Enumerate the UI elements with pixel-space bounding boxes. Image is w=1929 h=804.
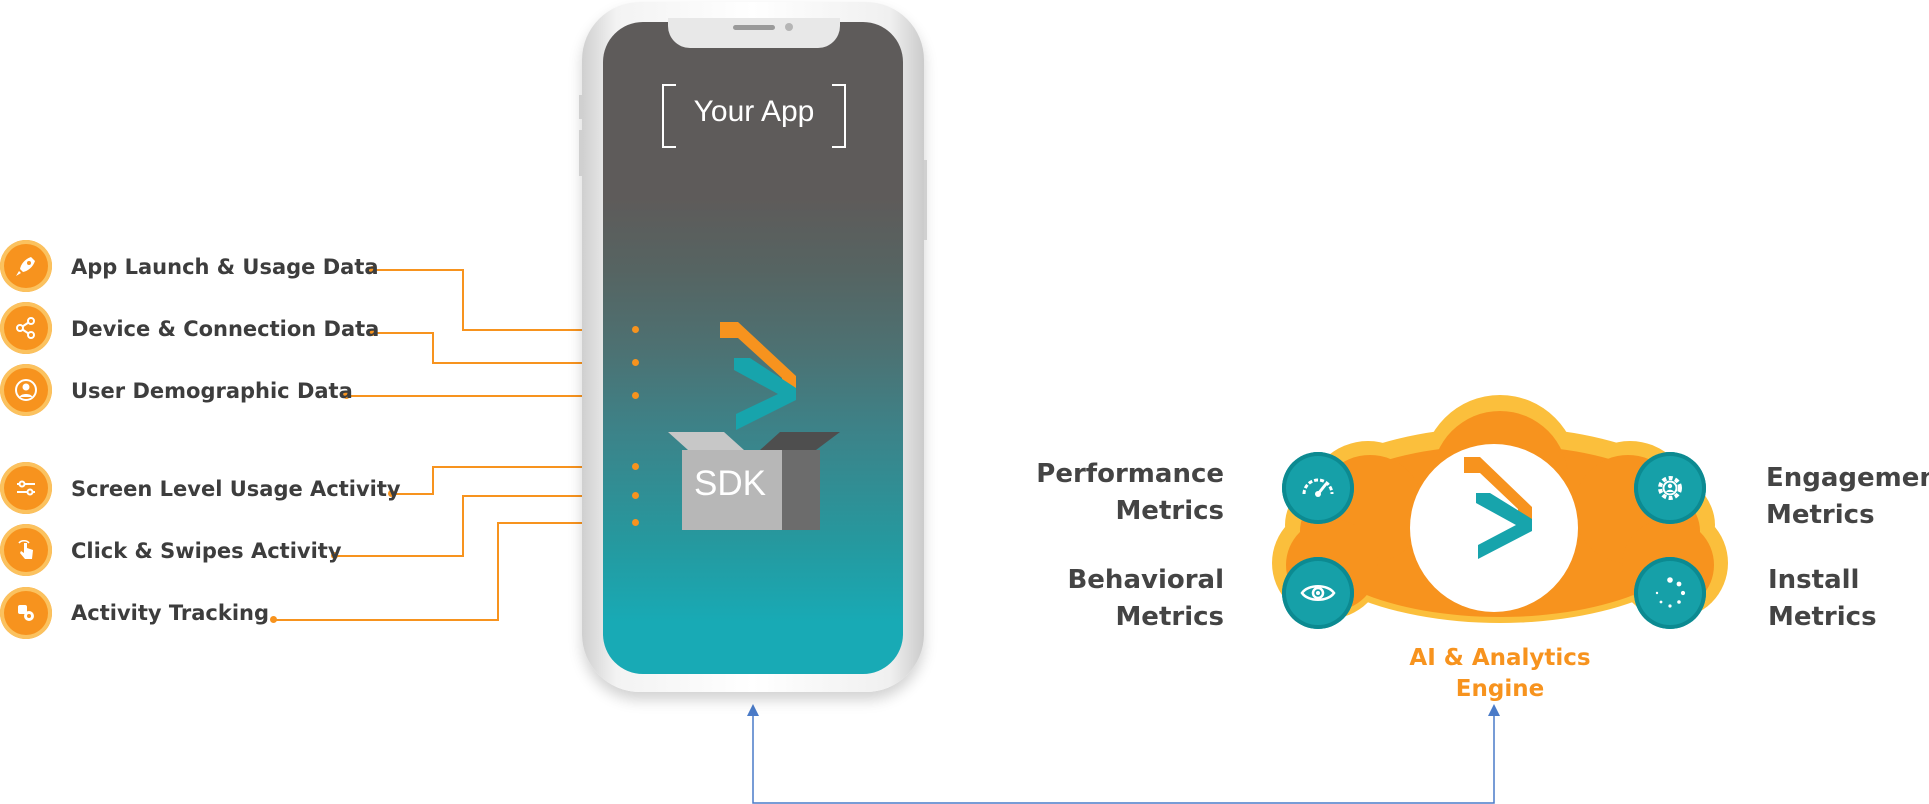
connector-engine-to-app: [752, 716, 1495, 804]
dot-screen-level-start: [388, 490, 395, 497]
behavioral-metrics-line1: Behavioral: [1067, 565, 1224, 595]
phone-camera: [785, 23, 793, 31]
performance-metrics-line2: Metrics: [1115, 496, 1224, 526]
title-bracket-right: [832, 84, 846, 148]
connector-screen-level: [392, 466, 635, 495]
engine-label-line1: AI & Analytics: [1409, 645, 1591, 671]
engagement-metrics-label: Engagement Metrics: [1766, 460, 1929, 534]
feature-label-device: Device & Connection Data: [71, 317, 380, 341]
feature-label-screen-level: Screen Level Usage Activity: [71, 477, 401, 501]
app-title: Your App: [693, 95, 815, 128]
connector-app-launch: [373, 269, 635, 331]
install-metrics-line1: Install: [1768, 565, 1860, 595]
tracking-icon: [0, 587, 52, 639]
performance-metrics-line1: Performance: [1036, 459, 1224, 489]
performance-metrics-label: Performance Metrics: [1020, 456, 1224, 530]
sliders-icon: [0, 462, 52, 514]
phone-speaker: [733, 25, 775, 30]
dot-phone-3: [632, 392, 639, 399]
dot-phone-2: [632, 359, 639, 366]
engagement-metrics-line1: Engagement: [1766, 463, 1929, 493]
connector-activity-tracking: [274, 522, 635, 621]
arrow-up-engine: [1488, 704, 1500, 716]
phone-volume-button: [579, 130, 582, 176]
dot-activity-tracking-start: [270, 616, 277, 623]
loading-dots-icon: [1634, 557, 1706, 629]
dot-phone-4: [632, 463, 639, 470]
dot-phone-1: [632, 326, 639, 333]
brand-logo-icon: [720, 322, 796, 430]
feature-label-demographic: User Demographic Data: [71, 379, 353, 403]
sdk-label: SDK: [694, 464, 766, 503]
dot-demographic-start: [343, 392, 350, 399]
dot-phone-6: [632, 519, 639, 526]
dot-click-swipes-start: [331, 552, 338, 559]
phone-notch: [668, 18, 840, 48]
eye-icon: [1282, 557, 1354, 629]
rocket-icon: [0, 240, 52, 292]
behavioral-metrics-label: Behavioral Metrics: [1020, 562, 1224, 636]
behavioral-metrics-line2: Metrics: [1115, 602, 1224, 632]
feature-label-click-swipes: Click & Swipes Activity: [71, 539, 342, 563]
engine-label-line2: Engine: [1455, 676, 1545, 702]
phone-power-button: [924, 160, 927, 240]
share-nodes-icon: [0, 302, 52, 354]
sdk-box-icon: [668, 432, 840, 530]
user-icon: [0, 364, 52, 416]
engine-label: AI & Analytics Engine: [1400, 643, 1600, 705]
phone-side-button: [579, 95, 582, 119]
feature-label-activity-tracking: Activity Tracking: [71, 601, 270, 625]
dot-phone-5: [632, 492, 639, 499]
engagement-metrics-line2: Metrics: [1766, 500, 1875, 530]
connector-device: [373, 332, 635, 364]
feature-label-app-launch: App Launch & Usage Data: [71, 255, 379, 279]
install-metrics-line2: Metrics: [1768, 602, 1877, 632]
dot-device-start: [369, 329, 376, 336]
connector-click-swipes: [335, 495, 635, 557]
speedometer-icon: [1282, 452, 1354, 524]
title-bracket-left: [662, 84, 676, 148]
swipe-hand-icon: [0, 524, 52, 576]
arrow-up-app: [747, 704, 759, 716]
gear-user-icon: [1634, 452, 1706, 524]
install-metrics-label: Install Metrics: [1768, 562, 1877, 636]
dot-app-launch-start: [369, 266, 376, 273]
